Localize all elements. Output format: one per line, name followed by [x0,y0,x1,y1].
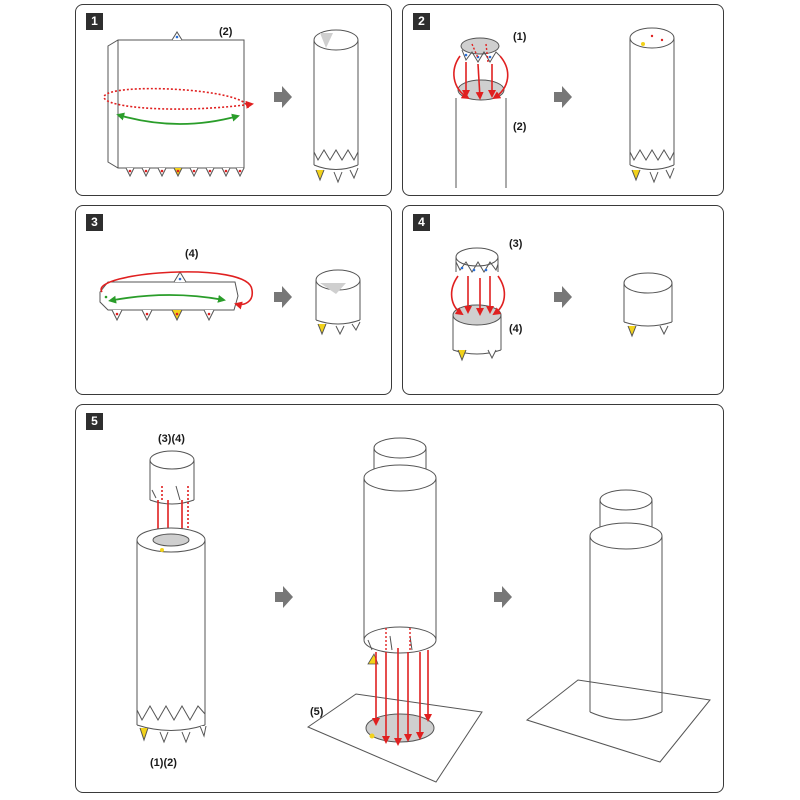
next-step-arrow-icon [275,586,293,608]
step-5-badge: 5 [86,413,103,430]
next-step-arrow-icon [274,286,292,308]
next-step-arrow-icon [494,586,512,608]
step-4-label-3: (3) [509,238,523,250]
step-2-result-cylinder [629,27,675,184]
step-3-result-ring [315,269,361,336]
step-1-label-2: (2) [219,26,233,38]
step-5-final-model [525,489,711,763]
step-2-badge: 2 [413,13,430,30]
step-5-cap-ring [149,450,195,505]
step-5-main-column [136,527,207,744]
next-step-arrow-icon [554,86,572,108]
fold-arrow-icon [450,275,464,316]
step-1-result-cylinder [313,29,359,184]
step-5-label-5: (5) [310,706,324,718]
next-step-arrow-icon [554,286,572,308]
step-3-badge: 3 [86,214,103,231]
next-step-arrow-icon [274,86,292,108]
step-5-label-1-2: (1)(2) [150,757,177,769]
wrap-arrow-icon [116,112,240,125]
step-3-label-4: (4) [185,248,199,260]
wrap-arrow-icon [108,294,226,304]
step-1-flat-sheet [107,31,245,178]
step-1-badge: 1 [86,13,103,30]
step-4-badge: 4 [413,214,430,231]
step-2-top-cap [455,37,507,188]
step-2-label-1: (1) [513,31,527,43]
step-5-column-over-base [306,437,483,783]
step-2-label-2: (2) [513,121,527,133]
step-4-ring-assembly [452,247,502,362]
fold-arrow-icon [492,55,509,100]
step-5-label-3-4: (3)(4) [158,433,185,445]
fold-arrow-icon [492,275,506,316]
step-4-label-4: (4) [509,323,523,335]
step-4-result-ring [623,272,673,338]
fold-arrow-icon [100,271,254,310]
